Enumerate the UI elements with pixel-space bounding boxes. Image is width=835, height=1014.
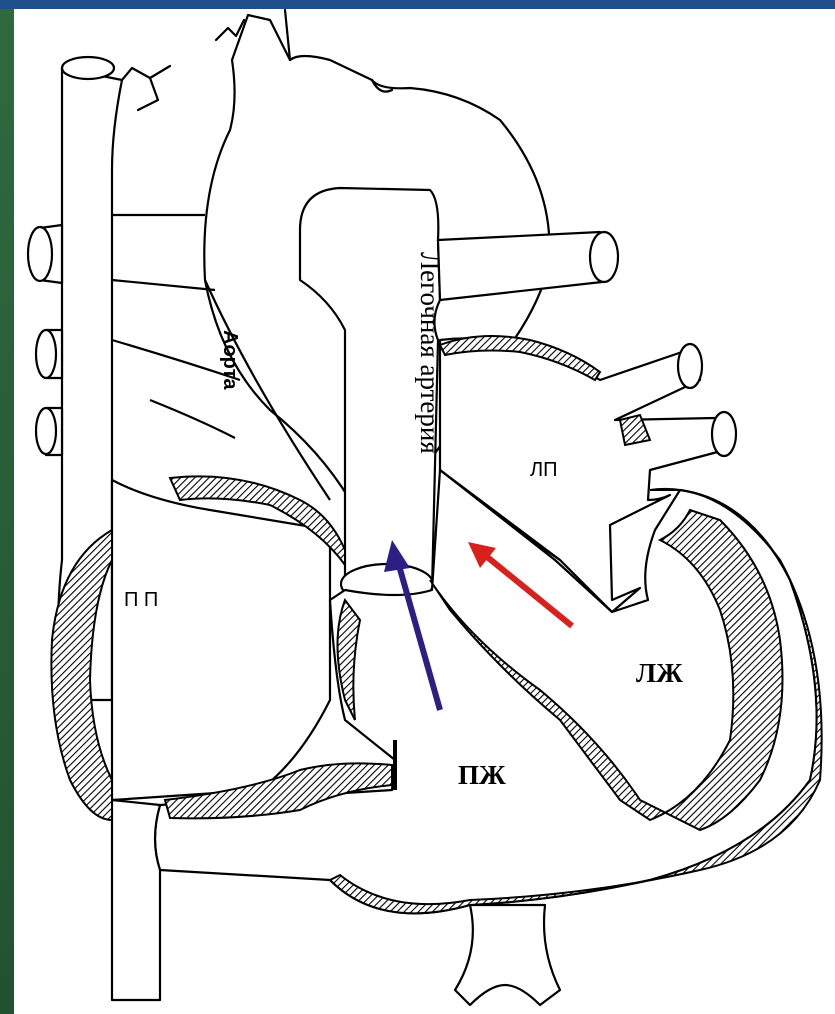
top-bar bbox=[0, 0, 835, 9]
label-right-ventricle: ПЖ bbox=[458, 762, 506, 789]
left-vessel-stub-1-opening bbox=[28, 227, 52, 281]
pulmonary-vein-1-opening bbox=[678, 344, 702, 388]
label-right-atrium: П П bbox=[124, 590, 158, 610]
inferior-vena-cava bbox=[112, 800, 160, 1000]
label-aorta: Аорта bbox=[220, 330, 240, 390]
label-pulmonary-artery: Легочная артерия bbox=[416, 252, 443, 454]
pulmonary-vein-2-opening bbox=[712, 412, 736, 456]
vena-cava-opening bbox=[62, 57, 114, 79]
left-vessel-stub-3-opening bbox=[36, 408, 56, 454]
label-left-ventricle: ЛЖ bbox=[636, 660, 683, 687]
label-left-atrium: ЛП bbox=[530, 460, 558, 480]
left-vessel-stub-2-opening bbox=[36, 330, 56, 378]
right-atrium bbox=[112, 480, 330, 800]
pulmonary-branch-right-opening bbox=[590, 232, 618, 282]
